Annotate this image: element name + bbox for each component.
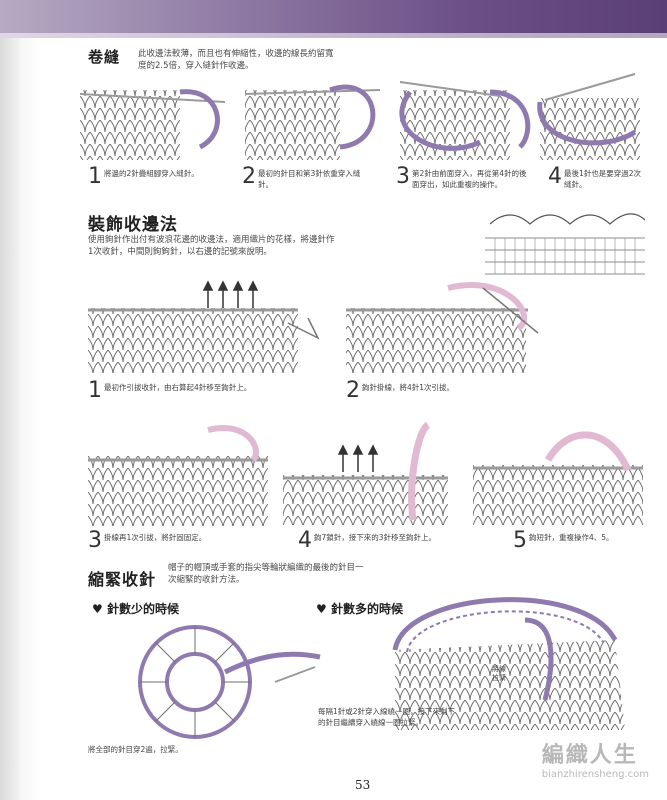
decorative-illustrations-row1 bbox=[88, 280, 539, 373]
few-stitches-illustration bbox=[138, 625, 321, 739]
few-stitches-note: 將全部的針目穿2遍，拉緊。 bbox=[88, 745, 183, 754]
section-desc-tighten: 帽子的帽頂或手套的指尖等輪狀編織的最後的針目一次縮緊的收針方法。 bbox=[168, 563, 364, 585]
page-spine-shadow bbox=[0, 0, 20, 800]
many-stitches-note: 每隔1針或2針穿入線繞一圈，接下來剩下的針目繼續穿入繞線一圈拉緊。 bbox=[318, 707, 456, 727]
subhead-few-stitches: ♥ 針數少的時候 bbox=[92, 602, 179, 616]
seam-illustrations bbox=[80, 73, 640, 160]
section-desc-seam: 此收邊法較薄，而且也有伸縮性，收邊的線長約留寬度的2.5倍，穿入縫針作收邊。 bbox=[138, 49, 334, 71]
page-number: 53 bbox=[355, 778, 371, 792]
decorative-step-5: 5 鉤短針，重複操作4、5。 bbox=[513, 528, 614, 553]
seam-step-4: 4 最後1針也是要穿過2次縫針。 bbox=[548, 164, 642, 189]
many-stitches-illustration bbox=[392, 597, 625, 730]
seam-step-3: 3 第2針由前面穿入，再從第4針的後面穿出，如此重複的操作。 bbox=[396, 164, 527, 189]
subhead-many-stitches: ♥ 針數多的時候 bbox=[316, 602, 403, 616]
decorative-step-4: 4 鉤7鎖針，接下來的3針移至鉤針上。 bbox=[298, 528, 437, 553]
header-band bbox=[0, 0, 667, 38]
section-desc-decorative: 使用鉤針作出付有波浪花邊的收邊法，適用織片的花樣，將邊針作1次收針，中間則鉤鉤針… bbox=[88, 235, 335, 257]
decorative-step-3: 3 掛線再1次引拔，將針固固定。 bbox=[88, 528, 207, 553]
heart-icon: ♥ bbox=[92, 602, 103, 616]
section-title-seam: 卷縫 bbox=[88, 48, 121, 66]
seam-step-2: 2 最初的針目和第3針依重穿入縫針。 bbox=[242, 164, 361, 189]
pull-thread-label: 將線拉緊 bbox=[492, 665, 506, 682]
decorative-step-2: 2 鉤針掛線，將4針1次引拔。 bbox=[346, 378, 455, 403]
heart-icon: ♥ bbox=[316, 602, 327, 616]
seam-step-1: 1 將邊的2針疊組腳穿入縫針。 bbox=[88, 164, 199, 189]
section-title-tighten: 縮緊收針 bbox=[88, 570, 157, 589]
section-title-decorative: 裝飾收邊法 bbox=[88, 215, 178, 235]
watermark: 編織人生 bianzhirensheng.com bbox=[541, 743, 649, 780]
crochet-chart bbox=[485, 213, 645, 275]
decorative-illustrations-row2 bbox=[88, 421, 643, 526]
decorative-step-1: 1 最初作引拔收針，由右算起4針移至鉤針上。 bbox=[88, 378, 252, 403]
